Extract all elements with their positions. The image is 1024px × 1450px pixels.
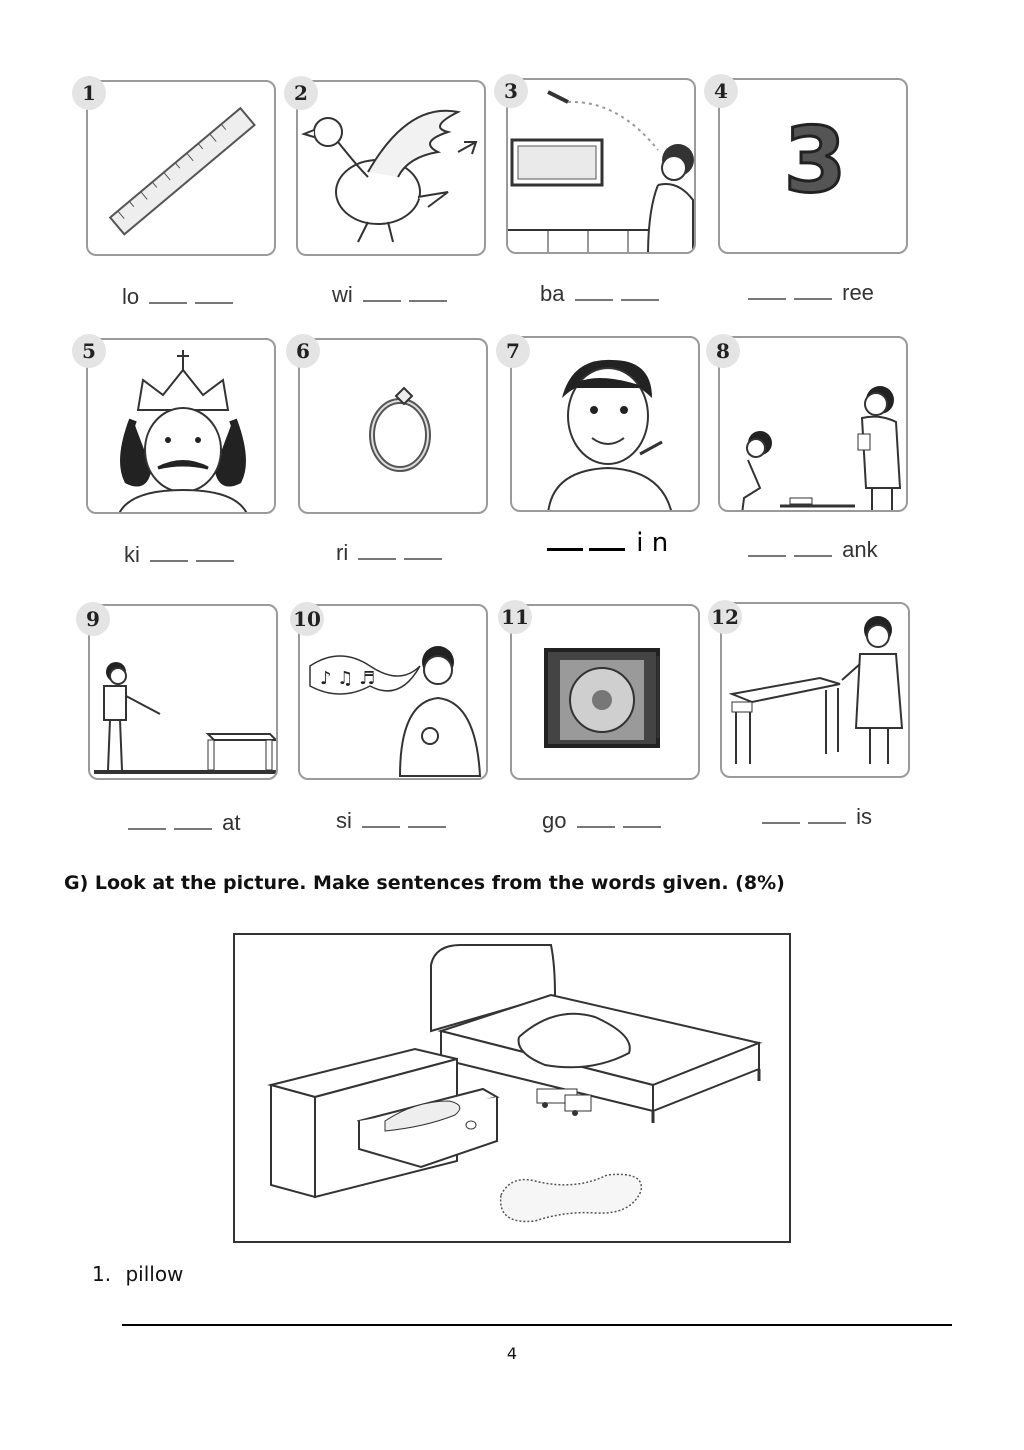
word-prefix-1: lo bbox=[122, 284, 140, 309]
blank-7a[interactable] bbox=[547, 548, 583, 551]
bedroom-picture bbox=[233, 933, 791, 1243]
word-prompt-11: go bbox=[542, 808, 665, 834]
blank-8a[interactable] bbox=[748, 555, 786, 557]
picture-card-5 bbox=[86, 338, 276, 514]
picture-card-6 bbox=[298, 338, 488, 514]
blank-1a[interactable] bbox=[149, 302, 188, 304]
item-number-6: 6 bbox=[286, 334, 320, 368]
picture-card-1 bbox=[86, 80, 276, 256]
blank-10a[interactable] bbox=[362, 826, 401, 828]
thank-icon bbox=[741, 386, 902, 510]
word-prefix-5: ki bbox=[124, 542, 140, 567]
word-prefix-11: go bbox=[542, 808, 567, 833]
blank-9a[interactable] bbox=[128, 828, 166, 830]
bath-shower-icon bbox=[508, 90, 694, 252]
question-word: pillow bbox=[125, 1262, 184, 1286]
blank-12b[interactable] bbox=[808, 822, 846, 824]
item-number-8: 8 bbox=[706, 334, 740, 368]
word-prefix-2: wi bbox=[332, 282, 353, 307]
picture-card-3 bbox=[506, 78, 696, 254]
item-number-3: 3 bbox=[494, 74, 528, 108]
item-number-1: 1 bbox=[72, 76, 106, 110]
word-prompt-12: is bbox=[758, 804, 872, 830]
blank-5b[interactable] bbox=[196, 560, 235, 562]
word-suffix-4: ree bbox=[842, 280, 874, 305]
singing-icon: ♪ ♫ ♬ bbox=[309, 646, 482, 777]
word-prefix-10: si bbox=[336, 808, 352, 833]
item-number-5: 5 bbox=[72, 334, 106, 368]
blank-8b[interactable] bbox=[794, 555, 832, 557]
gong-icon bbox=[544, 648, 660, 748]
word-prompt-5: ki bbox=[124, 542, 238, 568]
word-prompt-6: ri bbox=[336, 540, 446, 566]
word-prompt-10: si bbox=[336, 808, 450, 834]
that-pointing-icon bbox=[94, 662, 276, 774]
word-suffix-7: i n bbox=[636, 528, 669, 558]
word-prompt-7: i n bbox=[544, 528, 668, 558]
word-suffix-8: ank bbox=[842, 537, 878, 562]
king-icon bbox=[118, 350, 248, 512]
word-prompt-1: lo bbox=[122, 284, 237, 310]
blank-6b[interactable] bbox=[404, 558, 443, 560]
word-prompt-8: ank bbox=[744, 537, 878, 563]
blank-3a[interactable] bbox=[574, 299, 613, 301]
picture-card-4: 3 bbox=[718, 78, 908, 254]
sentence-question-1: 1. pillow bbox=[92, 1262, 183, 1286]
item-number-9: 9 bbox=[76, 602, 110, 636]
item-number-12: 12 bbox=[708, 600, 742, 634]
blank-11b[interactable] bbox=[622, 826, 661, 828]
number-three-icon: 3 bbox=[782, 107, 848, 215]
bird-wing-icon bbox=[300, 109, 478, 243]
blank-2b[interactable] bbox=[408, 300, 447, 302]
blank-1b[interactable] bbox=[195, 302, 234, 304]
bedroom-scene-icon bbox=[267, 944, 763, 1223]
blank-11a[interactable] bbox=[576, 826, 615, 828]
blank-5a[interactable] bbox=[150, 560, 189, 562]
blank-9b[interactable] bbox=[174, 828, 212, 830]
word-prefix-3: ba bbox=[540, 281, 565, 306]
word-suffix-12: is bbox=[856, 804, 873, 829]
picture-card-2 bbox=[296, 80, 486, 256]
item-number-11: 11 bbox=[498, 600, 532, 634]
blank-3b[interactable] bbox=[620, 299, 659, 301]
word-prompt-4: ree bbox=[744, 280, 874, 306]
section-g-heading: G) Look at the picture. Make sentences f… bbox=[64, 872, 785, 894]
picture-card-11 bbox=[510, 604, 700, 780]
ring-icon bbox=[369, 386, 431, 472]
word-suffix-9: at bbox=[222, 810, 241, 835]
word-prompt-9: at bbox=[124, 810, 240, 836]
picture-card-8 bbox=[718, 336, 908, 512]
blank-4b[interactable] bbox=[794, 298, 832, 300]
chin-icon bbox=[547, 359, 672, 510]
picture-card-12 bbox=[720, 602, 910, 778]
blank-12a[interactable] bbox=[762, 822, 800, 824]
picture-card-9 bbox=[88, 604, 278, 780]
blank-2a[interactable] bbox=[362, 300, 401, 302]
word-prefix-6: ri bbox=[336, 540, 349, 565]
page-number: 4 bbox=[506, 1344, 518, 1363]
blank-6a[interactable] bbox=[358, 558, 397, 560]
word-prompt-3: ba bbox=[540, 281, 663, 307]
blank-7b[interactable] bbox=[589, 548, 625, 551]
blank-4a[interactable] bbox=[748, 298, 786, 300]
this-table-icon bbox=[728, 616, 904, 764]
blank-10b[interactable] bbox=[408, 826, 447, 828]
picture-card-10: ♪ ♫ ♬ bbox=[298, 604, 488, 780]
item-number-7: 7 bbox=[496, 334, 530, 368]
ruler-icon bbox=[108, 106, 256, 236]
svg-text:♪ ♫ ♬: ♪ ♫ ♬ bbox=[320, 668, 375, 689]
item-number-10: 10 bbox=[290, 602, 324, 636]
item-number-2: 2 bbox=[284, 76, 318, 110]
picture-card-7 bbox=[510, 336, 700, 512]
question-number: 1. bbox=[92, 1262, 112, 1286]
answer-line-1[interactable] bbox=[122, 1324, 952, 1326]
word-prompt-2: wi bbox=[332, 282, 451, 308]
item-number-4: 4 bbox=[704, 74, 738, 108]
